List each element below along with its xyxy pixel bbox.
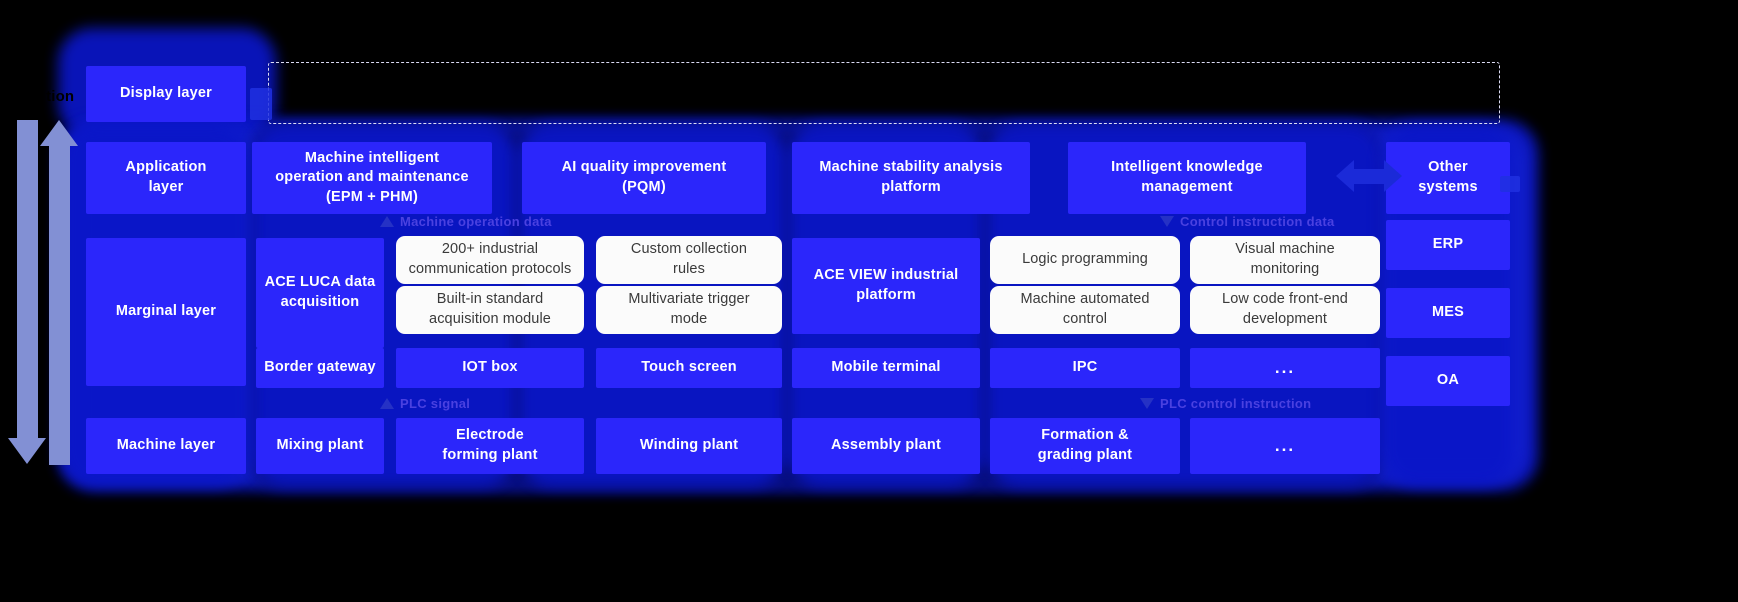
device-card-5[interactable]: ... — [1190, 348, 1380, 388]
bidirectional-arrow-icon — [1336, 160, 1402, 192]
machine-card-4[interactable]: Formation & grading plant — [990, 418, 1180, 474]
flow-label-text: PLC signal — [400, 396, 471, 411]
machine-card-3[interactable]: Assembly plant — [792, 418, 980, 474]
flow-machine-operation-data: Machine operation data — [380, 214, 552, 229]
marginal-left-card-0[interactable]: 200+ industrial communication protocols — [396, 236, 584, 284]
arrow-down-icon — [1160, 216, 1174, 227]
device-card-4[interactable]: IPC — [990, 348, 1180, 388]
flow-label-text: Machine operation data — [400, 214, 552, 229]
marginal-left-card-3[interactable]: Multivariate trigger mode — [596, 286, 782, 334]
application-card-1[interactable]: AI quality improvement (PQM) — [522, 142, 766, 214]
right-column-mes[interactable]: MES — [1386, 288, 1510, 338]
machine-card-5[interactable]: ... — [1190, 418, 1380, 474]
right-column-other-systems[interactable]: Other systems — [1386, 142, 1510, 214]
connector-nub-right — [1500, 176, 1520, 192]
marginal-left-card-1[interactable]: Custom collection rules — [596, 236, 782, 284]
marginal-left-platform[interactable]: ACE LUCA data acquisition — [256, 238, 384, 348]
up-arrow — [40, 120, 80, 465]
application-card-2[interactable]: Machine stability analysis platform — [792, 142, 1030, 214]
marginal-right-card-0[interactable]: Logic programming — [990, 236, 1180, 284]
application-card-0[interactable]: Machine intelligent operation and mainte… — [252, 142, 492, 214]
row-label-marginal: Marginal layer — [86, 238, 246, 386]
marginal-right-platform[interactable]: ACE VIEW industrial platform — [792, 238, 980, 334]
row-label-application: Application layer — [86, 142, 246, 214]
device-card-2[interactable]: Touch screen — [596, 348, 782, 388]
flow-label-text: Control instruction data — [1180, 214, 1335, 229]
flow-control-instruction-data: Control instruction data — [1160, 214, 1335, 229]
marginal-right-card-3[interactable]: Low code front-end development — [1190, 286, 1380, 334]
marginal-left-card-2[interactable]: Built-in standard acquisition module — [396, 286, 584, 334]
application-card-3[interactable]: Intelligent knowledge management — [1068, 142, 1306, 214]
device-card-1[interactable]: IOT box — [396, 348, 584, 388]
down-arrow — [8, 120, 48, 465]
device-card-3[interactable]: Mobile terminal — [792, 348, 980, 388]
machine-card-1[interactable]: Electrode forming plant — [396, 418, 584, 474]
flow-plc-signal: PLC signal — [380, 396, 470, 411]
marginal-right-card-2[interactable]: Machine automated control — [990, 286, 1180, 334]
row-label-display: Display layer — [86, 66, 246, 122]
device-card-0[interactable]: Border gateway — [256, 348, 384, 388]
row-label-machine: Machine layer — [86, 418, 246, 474]
flow-plc-control-instruction: PLC control instruction — [1140, 396, 1311, 411]
machine-card-0[interactable]: Mixing plant — [256, 418, 384, 474]
right-column-oa[interactable]: OA — [1386, 356, 1510, 406]
marginal-right-card-1[interactable]: Visual machine monitoring — [1190, 236, 1380, 284]
arrow-up-icon — [380, 216, 394, 227]
connector-nub-display — [250, 88, 272, 120]
right-column-erp[interactable]: ERP — [1386, 220, 1510, 270]
arrow-down-icon — [1140, 398, 1154, 409]
cut-off-edge-label: tion — [46, 88, 75, 105]
display-layer-dashed-frame — [268, 62, 1500, 124]
flow-label-text: PLC control instruction — [1160, 396, 1312, 411]
machine-card-2[interactable]: Winding plant — [596, 418, 782, 474]
arrow-up-icon — [380, 398, 394, 409]
